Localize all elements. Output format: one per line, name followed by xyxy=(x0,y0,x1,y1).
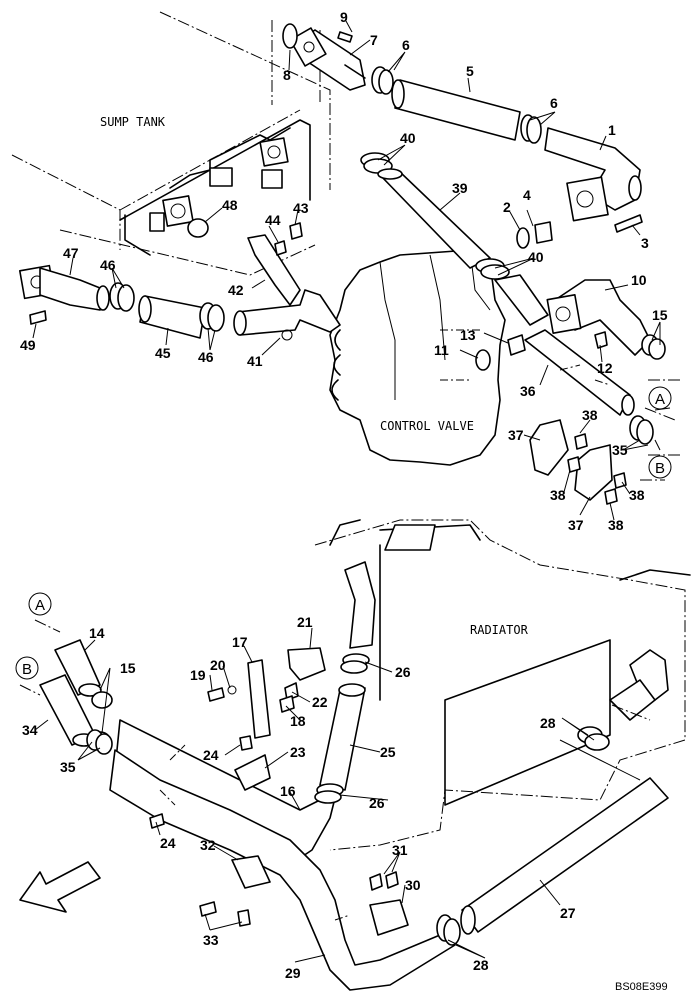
callout-b-top xyxy=(648,455,672,479)
radiator-label: RADIATOR xyxy=(470,623,529,637)
part-label-19: 19 xyxy=(190,667,206,683)
part-label-7: 7 xyxy=(370,32,378,48)
part-label-23: 23 xyxy=(290,744,306,760)
control-valve-label: CONTROL VALVE xyxy=(380,419,474,433)
part-label-18: 18 xyxy=(290,713,306,729)
part-label-35b: 35 xyxy=(60,759,76,775)
part-label-6b: 6 xyxy=(402,37,410,53)
part-label-36: 36 xyxy=(520,383,536,399)
part-label-24b: 24 xyxy=(160,835,176,851)
part-label-37b: 37 xyxy=(568,517,584,533)
sump-tank: SUMP TANK xyxy=(11,11,331,276)
part-label-2: 2 xyxy=(503,199,511,215)
drawing-code: BS08E399 xyxy=(615,981,668,993)
part-label-4: 4 xyxy=(523,187,531,203)
part-label-6a: 6 xyxy=(550,95,558,111)
part-label-38a: 38 xyxy=(582,407,598,423)
callout-a-bottom xyxy=(28,592,52,616)
part-label-13: 13 xyxy=(460,327,476,343)
top-hose-assembly xyxy=(282,23,643,249)
part-label-8: 8 xyxy=(283,67,291,83)
part-label-32: 32 xyxy=(200,837,216,853)
part-label-12: 12 xyxy=(597,360,613,376)
part-label-26a: 26 xyxy=(395,664,411,680)
part-label-25: 25 xyxy=(380,744,396,760)
part-label-1: 1 xyxy=(608,122,616,138)
part-label-28b: 28 xyxy=(473,957,489,973)
part-label-15b: 15 xyxy=(120,660,136,676)
part-label-27: 27 xyxy=(560,905,576,921)
part-label-38d: 38 xyxy=(608,517,624,533)
hose-39-assembly xyxy=(360,152,549,326)
callout-markers: A B A B xyxy=(15,379,680,696)
part-label-42: 42 xyxy=(228,282,244,298)
part-label-41: 41 xyxy=(247,353,263,369)
part-label-3: 3 xyxy=(641,235,649,251)
part-label-46b: 46 xyxy=(198,349,214,365)
part-label-30: 30 xyxy=(405,877,421,893)
part-label-28a: 28 xyxy=(540,715,556,731)
part-label-35a: 35 xyxy=(612,442,628,458)
part-label-37a: 37 xyxy=(508,427,524,443)
pipe-10-36-assembly xyxy=(475,279,671,505)
part-label-38b: 38 xyxy=(550,487,566,503)
part-label-45: 45 xyxy=(155,345,171,361)
part-label-40a: 40 xyxy=(400,130,416,146)
part-label-39: 39 xyxy=(452,180,468,196)
part-label-16: 16 xyxy=(280,783,296,799)
part-label-38c: 38 xyxy=(629,487,645,503)
part-label-9: 9 xyxy=(340,9,348,25)
lower-pipe-assembly xyxy=(39,561,669,991)
part-label-20: 20 xyxy=(210,657,226,673)
part-label-14: 14 xyxy=(89,625,105,641)
part-label-11: 11 xyxy=(434,342,449,358)
part-label-17: 17 xyxy=(232,634,248,650)
part-label-15a: 15 xyxy=(652,307,668,323)
part-label-22: 22 xyxy=(312,694,328,710)
part-label-47: 47 xyxy=(63,245,79,261)
part-label-48: 48 xyxy=(222,197,238,213)
part-label-10: 10 xyxy=(631,272,647,288)
part-label-49: 49 xyxy=(20,337,36,353)
part-label-26b: 26 xyxy=(369,795,385,811)
callout-b-top-letter: B xyxy=(655,460,665,477)
callout-a-bottom-letter: A xyxy=(35,597,45,614)
part-label-24a: 24 xyxy=(203,747,219,763)
left-pipe-assembly xyxy=(18,218,341,341)
leader-lines xyxy=(32,20,661,963)
callout-b-bottom-letter: B xyxy=(22,661,32,678)
part-label-21: 21 xyxy=(297,614,313,630)
arrow-left-down-icon xyxy=(19,861,101,913)
part-label-40b: 40 xyxy=(528,249,544,265)
radiator: RADIATOR xyxy=(314,519,691,851)
callout-a-top-letter: A xyxy=(655,391,665,408)
part-label-44: 44 xyxy=(265,212,281,228)
part-label-33: 33 xyxy=(203,932,219,948)
part-label-31: 31 xyxy=(392,842,408,858)
part-number-labels: 1 2 3 4 5 6 6 7 8 9 10 11 12 13 14 15 15… xyxy=(20,9,668,981)
control-valve: CONTROL VALVE xyxy=(329,249,506,466)
part-label-46a: 46 xyxy=(100,257,116,273)
part-label-34: 34 xyxy=(22,722,38,738)
part-label-29: 29 xyxy=(285,965,301,981)
sump-tank-label: SUMP TANK xyxy=(100,115,166,129)
part-label-5: 5 xyxy=(466,63,474,79)
part-label-43: 43 xyxy=(293,200,309,216)
callout-a-top xyxy=(648,386,672,410)
callout-b-bottom xyxy=(15,656,39,680)
